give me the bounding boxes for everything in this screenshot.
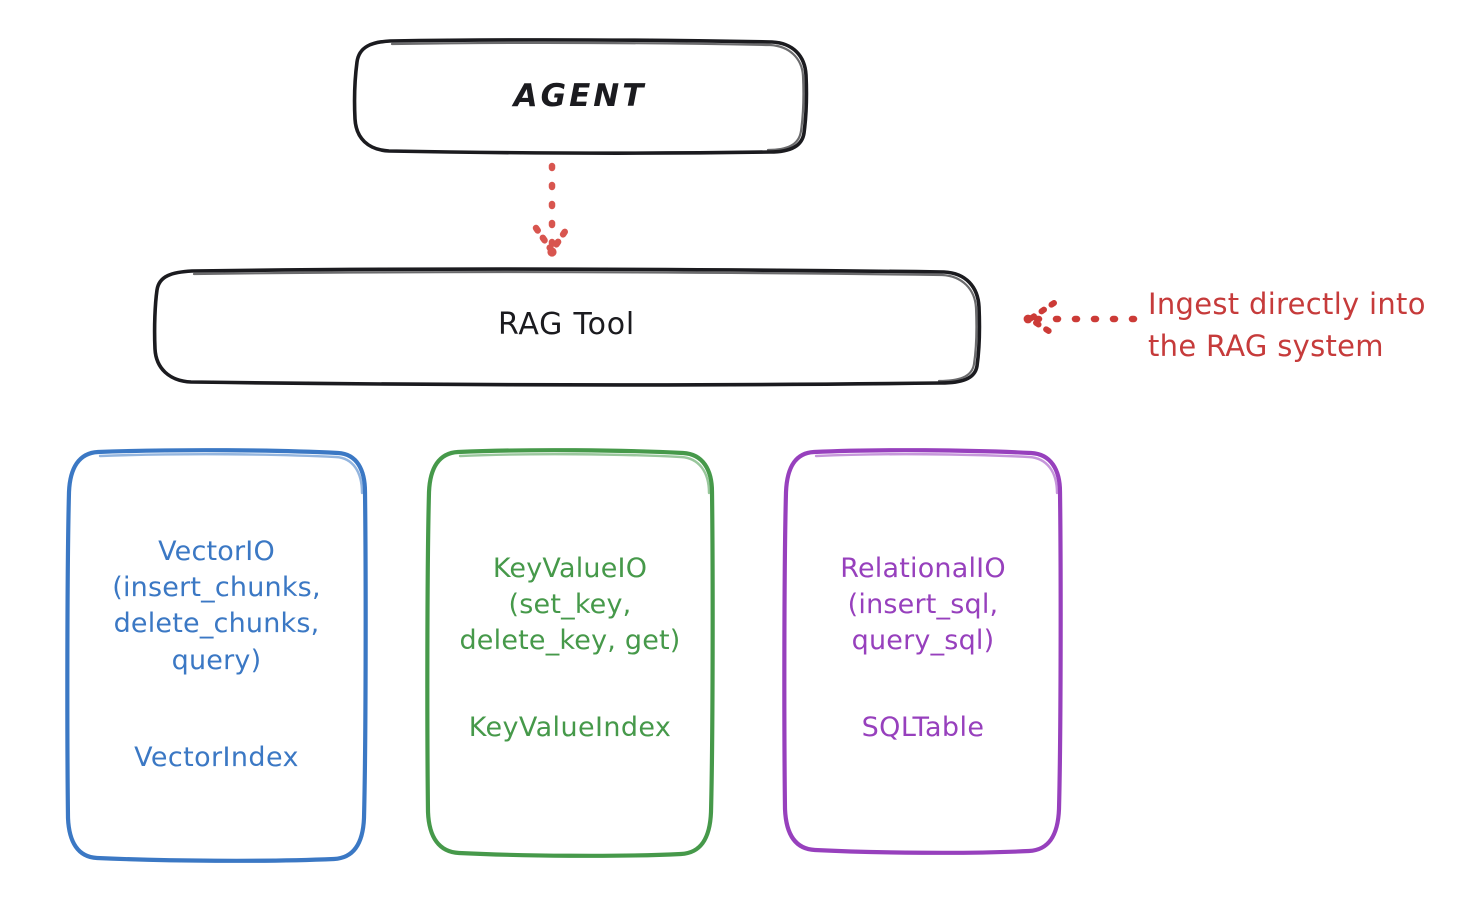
keyvalue-provider-shape[interactable] [425, 448, 715, 858]
relational-provider-shape[interactable] [782, 448, 1063, 855]
vector-provider-shape[interactable] [65, 448, 368, 863]
ingest-arrow [1023, 300, 1138, 338]
agent-node-shape[interactable] [352, 38, 809, 155]
ragtool-node-shape[interactable] [152, 267, 982, 387]
agent-to-ragtool-arrow [532, 162, 572, 257]
